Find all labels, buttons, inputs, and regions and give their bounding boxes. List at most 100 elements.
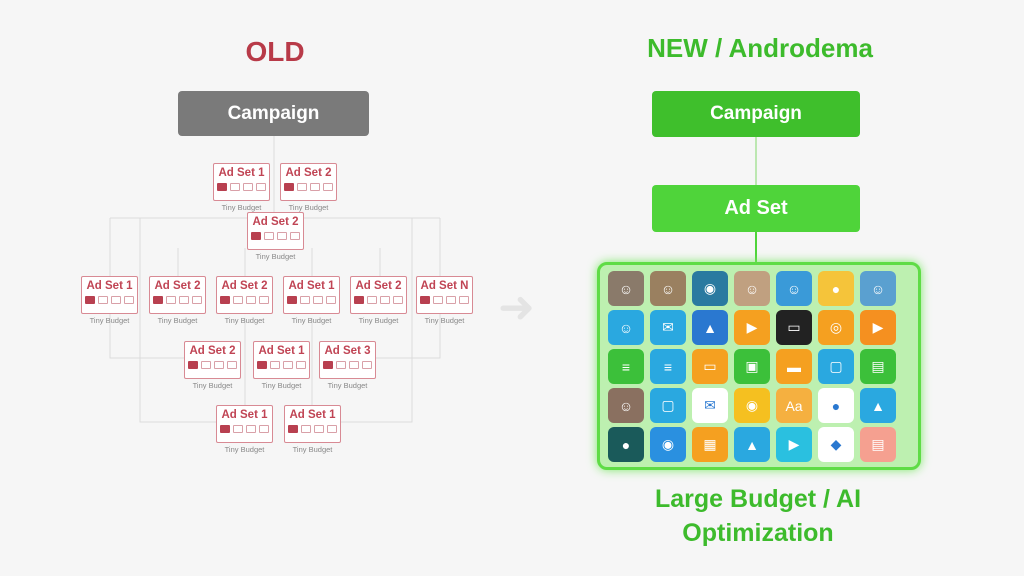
- text-icon: Aa: [776, 388, 812, 423]
- ad-set-node: Ad Set 2 Tiny Budget: [350, 276, 407, 325]
- note-icon: ▤: [860, 427, 896, 462]
- creative-icons: [417, 296, 472, 304]
- image-icon: [297, 183, 307, 191]
- ad-set-box: Ad Set 2: [280, 163, 337, 201]
- budget-label: Tiny Budget: [255, 252, 296, 261]
- ad-set-node: Ad Set 2 Tiny Budget: [184, 341, 241, 390]
- window-icon: ▣: [734, 349, 770, 384]
- frame-icon: ▢: [650, 388, 686, 423]
- creative-icons: [185, 361, 240, 369]
- creative-grid: ☺☺◉☺☺●☺☺✉▲▶▭◎▶≡≡▭▣▬▢▤☺▢✉◉Aa●▲●◉▦▲▶◆▤: [608, 271, 896, 462]
- card-icon: [290, 232, 300, 240]
- card-icon: [459, 296, 469, 304]
- right-arrow-icon: ➜: [498, 283, 535, 332]
- image-icon: [270, 361, 280, 369]
- ad-set-box: Ad Set 1: [81, 276, 138, 314]
- card-icon: [326, 296, 336, 304]
- chat-icon: ●: [608, 427, 644, 462]
- camera-icon: [220, 425, 230, 433]
- card-icon: [362, 361, 372, 369]
- creative-icons: [82, 296, 137, 304]
- card-icon: [124, 296, 134, 304]
- card-icon: [296, 361, 306, 369]
- ad-set-node: Ad Set 1 Tiny Budget: [213, 163, 270, 212]
- creative-icons: [284, 296, 339, 304]
- tag-icon: ◆: [818, 427, 854, 462]
- card-icon: [327, 425, 337, 433]
- creative-grid-panel: ☺☺◉☺☺●☺☺✉▲▶▭◎▶≡≡▭▣▬▢▤☺▢✉◉Aa●▲●◉▦▲▶◆▤: [597, 262, 921, 470]
- ad-set-box: Ad Set 2: [184, 341, 241, 379]
- ad-set-label: Ad Set 1: [289, 409, 336, 421]
- doc-icon: [313, 296, 323, 304]
- camera-icon: [257, 361, 267, 369]
- ad-set-label: Ad Set 1: [258, 345, 305, 357]
- camera-icon: [217, 183, 227, 191]
- caption-line-1: Large Budget / AI: [654, 485, 862, 513]
- card-icon: [259, 425, 269, 433]
- ad-set-label: Ad Set 1: [218, 167, 265, 179]
- ad-set-box: Ad Set 2: [247, 212, 304, 250]
- ad-set-node: Ad Set N Tiny Budget: [416, 276, 473, 325]
- bag-icon: ▤: [860, 349, 896, 384]
- image-icon: [166, 296, 176, 304]
- person-photo-icon: ☺: [608, 388, 644, 423]
- budget-label: Tiny Budget: [221, 203, 262, 212]
- doc-icon: [277, 232, 287, 240]
- creative-icons: [320, 361, 375, 369]
- camera-icon: [323, 361, 333, 369]
- camera-icon: [420, 296, 430, 304]
- old-title: OLD: [245, 36, 305, 67]
- ad-set-node: Ad Set 2 Tiny Budget: [149, 276, 206, 325]
- card-icon: [259, 296, 269, 304]
- image-icon: ▲: [860, 388, 896, 423]
- camera-icon: [288, 425, 298, 433]
- image-icon: [336, 361, 346, 369]
- image-icon: [233, 425, 243, 433]
- ad-set-label: Ad Set 2: [154, 280, 201, 292]
- creative-icons: [248, 232, 303, 240]
- camera-icon: [85, 296, 95, 304]
- new-campaign-node: Campaign: [652, 91, 860, 137]
- doc-icon: [349, 361, 359, 369]
- frame-icon: ▢: [818, 349, 854, 384]
- budget-label: Tiny Budget: [327, 381, 368, 390]
- budget-label: Tiny Budget: [424, 316, 465, 325]
- new-title: NEW / Androdema: [647, 33, 873, 63]
- ad-set-label: Ad Set 2: [355, 280, 402, 292]
- ad-set-box: Ad Set 1: [253, 341, 310, 379]
- budget-label: Tiny Budget: [157, 316, 198, 325]
- budget-label: Tiny Budget: [291, 316, 332, 325]
- play-icon: ▶: [860, 310, 896, 345]
- person-photo-icon: ☺: [608, 310, 644, 345]
- budget-label: Tiny Budget: [192, 381, 233, 390]
- creative-icons: [254, 361, 309, 369]
- camera-icon: ◉: [692, 271, 728, 306]
- card-icon: ▭: [692, 349, 728, 384]
- budget-label: Tiny Budget: [261, 381, 302, 390]
- doc-icon: [283, 361, 293, 369]
- person-photo-icon: ☺: [608, 271, 644, 306]
- ad-set-node: Ad Set 2 Tiny Budget: [247, 212, 304, 261]
- ad-set-box: Ad Set 1: [284, 405, 341, 443]
- ad-set-box: Ad Set 1: [213, 163, 270, 201]
- budget-label: Tiny Budget: [358, 316, 399, 325]
- ad-set-label: Ad Set 1: [221, 409, 268, 421]
- ad-set-box: Ad Set 2: [149, 276, 206, 314]
- person-photo-icon: ☺: [734, 271, 770, 306]
- doc-icon: ≡: [608, 349, 644, 384]
- budget-label: Tiny Budget: [292, 445, 333, 454]
- ad-set-node: Ad Set 1 Tiny Budget: [253, 341, 310, 390]
- budget-label: Tiny Budget: [224, 316, 265, 325]
- card-icon: [393, 296, 403, 304]
- doc-icon: [310, 183, 320, 191]
- ad-set-label: Ad Set N: [420, 280, 469, 292]
- image-icon: [301, 425, 311, 433]
- image-icon: [264, 232, 274, 240]
- creative-icons: [217, 296, 272, 304]
- camera-icon: [284, 183, 294, 191]
- doc-icon: [380, 296, 390, 304]
